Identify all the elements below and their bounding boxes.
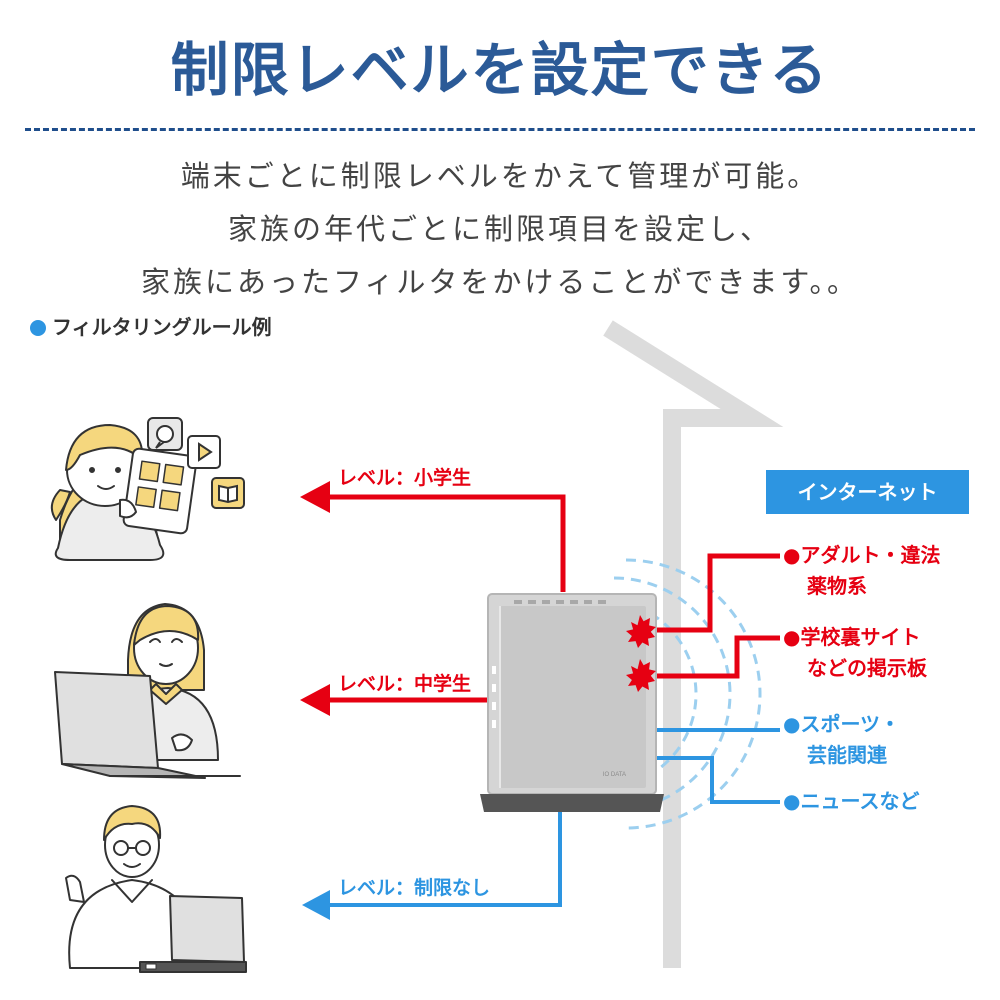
bullet-dot-icon (30, 320, 46, 336)
play-icon (187, 435, 221, 469)
allowed-lines (330, 728, 780, 907)
category-line-1: ●アダルト・違法 (783, 543, 941, 567)
category-line-1: ●スポーツ・ (783, 712, 901, 736)
chat-bubble-icon (147, 417, 183, 451)
level-label-junior-high: レベル：中学生 (338, 673, 472, 695)
level-label-elementary: レベル：小学生 (338, 467, 472, 489)
student-with-laptop-illustration (54, 603, 241, 779)
intro-line-2: 家族の年代ごとに制限項目を設定し、 (227, 212, 772, 246)
adult-with-laptop-illustration (65, 805, 247, 973)
child-with-tablet-illustration (50, 424, 198, 561)
category-line-2: 薬物系 (807, 574, 867, 598)
router-icon: IO DATA (480, 593, 664, 812)
arrow-head-elementary (300, 481, 330, 513)
internet-label-box: インターネット (766, 470, 969, 514)
intro-line-1: 端末ごとに制限レベルをかえて管理が可能。 (180, 159, 820, 193)
category-adult-illegal: ●アダルト・違法 薬物系 (783, 540, 940, 602)
router-brand: IO DATA (603, 772, 626, 778)
arrow-head-junior-high (300, 684, 330, 716)
section-label-text: フィルタリングルール例 (52, 315, 272, 339)
category-line-2: 芸能関連 (807, 743, 887, 767)
starburst-icon (626, 659, 656, 692)
level-label-unrestricted: レベル：制限なし (338, 877, 491, 899)
category-line-1: ●学校裏サイト (783, 625, 921, 649)
page-title: 制限レベルを設定できる (170, 36, 830, 104)
intro-line-3: 家族にあったフィルタをかけることができます。。 (140, 265, 860, 299)
house-outline-icon (603, 320, 784, 968)
category-line-2: などの掲示板 (807, 656, 927, 680)
starburst-icon (626, 615, 656, 648)
dashed-divider (25, 128, 975, 131)
arrow-head-unrestricted (302, 890, 330, 920)
category-news: ●ニュースなど (783, 786, 919, 817)
category-sports-entertainment: ●スポーツ・ 芸能関連 (783, 709, 900, 771)
category-line-1: ●ニュースなど (783, 789, 920, 813)
intro-text: 端末ごとに制限レベルをかえて管理が可能。 家族の年代ごとに制限項目を設定し、 家… (0, 150, 1000, 309)
blocked-lines (330, 494, 780, 703)
category-school-boards: ●学校裏サイト などの掲示板 (783, 622, 927, 684)
book-icon (211, 477, 245, 509)
section-label: フィルタリングルール例 (30, 314, 272, 340)
